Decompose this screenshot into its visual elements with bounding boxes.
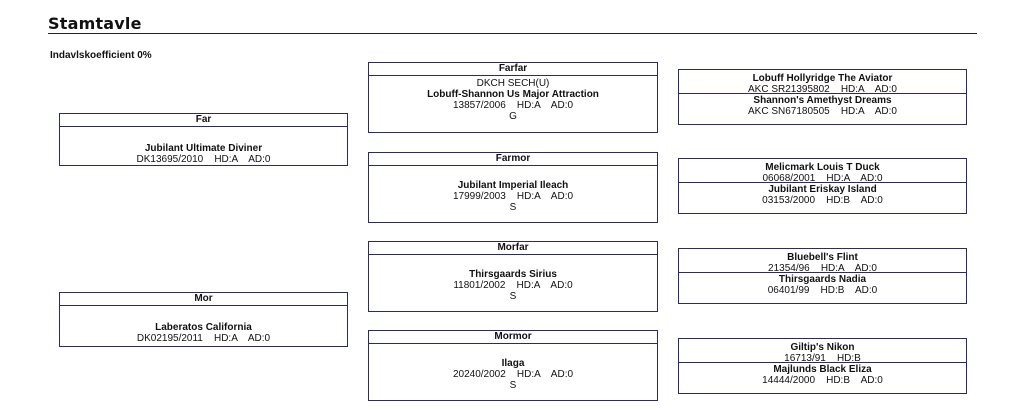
- great-grandsire-reg: 21354/96 HD:A AD:0: [768, 263, 877, 274]
- maternal-grandsire-label: Morfar: [369, 242, 657, 255]
- great-granddam-name: Shannon's Amethyst Dreams: [753, 95, 892, 106]
- great-granddam-reg: 06401/99 HD:B AD:0: [767, 285, 878, 296]
- paternal-grandsire-reg: 13857/2006 HD:A AD:0: [452, 100, 574, 111]
- paternal-granddam-sex: S: [509, 202, 517, 213]
- sire-reg: DK13695/2010 HD:A AD:0: [136, 154, 271, 165]
- paternal-granddam-box: Farmor Jubilant Imperial Ileach 17999/20…: [368, 152, 658, 223]
- inbreeding-coefficient: Indavlskoefficient 0%: [50, 50, 152, 61]
- paternal-grandsire-box: Farfar DKCH SECH(U) Lobuff-Shannon Us Ma…: [368, 62, 658, 133]
- sire-name: Jubilant Ultimate Diviner: [144, 143, 263, 154]
- dam-name: Laberatos California: [155, 322, 252, 333]
- great-granddam-name: Majlunds Black Eliza: [773, 364, 872, 375]
- paternal-granddam-label: Farmor: [369, 153, 657, 166]
- great-grandsire-name: Bluebell's Flint: [787, 252, 858, 263]
- paternal-grandsire-name: Lobuff-Shannon Us Major Attraction: [427, 89, 599, 100]
- great-grandparents-box-1: Lobuff Hollyridge The Aviator AKC SR2139…: [678, 69, 967, 125]
- maternal-granddam-reg: 20240/2002 HD:A AD:0: [452, 369, 574, 380]
- maternal-grandsire-box: Morfar Thirsgaards Sirius 11801/2002 HD:…: [368, 241, 658, 312]
- maternal-grandsire-reg: 11801/2002 HD:A AD:0: [453, 280, 573, 291]
- great-granddam-reg: 03153/2000 HD:B AD:0: [762, 195, 883, 206]
- maternal-grandsire-sex: S: [509, 291, 517, 302]
- great-grandparents-box-2: Melicmark Louis T Duck 06068/2001 HD:A A…: [678, 158, 967, 214]
- great-grandsire-reg: AKC SR21395802 HD:A AD:0: [748, 84, 897, 95]
- great-grandsire-name: Lobuff Hollyridge The Aviator: [752, 73, 893, 84]
- paternal-grandsire-label: Farfar: [369, 63, 657, 76]
- maternal-granddam-sex: S: [509, 380, 517, 391]
- maternal-granddam-label: Mormor: [369, 331, 657, 344]
- great-granddam-name: Jubilant Eriskay Island: [768, 184, 877, 195]
- great-grandparents-box-4: Giltip's Nikon 16713/91 HD:B Majlunds Bl…: [678, 338, 967, 394]
- maternal-grandsire-name: Thirsgaards Sirius: [469, 269, 557, 280]
- dam-label: Mor: [60, 293, 347, 306]
- maternal-granddam-box: Mormor Ilaga 20240/2002 HD:A AD:0 S: [368, 330, 658, 401]
- sire-label: Far: [60, 114, 347, 127]
- great-grandsire-reg: 06068/2001 HD:A AD:0: [762, 173, 883, 184]
- great-granddam-reg: 14444/2000 HD:B AD:0: [762, 375, 883, 386]
- great-grandsire-reg: 16713/91 HD:B: [784, 353, 861, 364]
- paternal-granddam-name: Jubilant Imperial Ileach: [457, 180, 569, 191]
- great-grandsire-name: Giltip's Nikon: [790, 342, 855, 353]
- page-title: Stamtavle: [48, 14, 142, 33]
- dam-box: Mor Laberatos California DK02195/2011 HD…: [59, 292, 348, 347]
- maternal-granddam-name: Ilaga: [501, 358, 525, 369]
- paternal-granddam-reg: 17999/2003 HD:A AD:0: [452, 191, 574, 202]
- great-grandparents-box-3: Bluebell's Flint 21354/96 HD:A AD:0 Thir…: [678, 248, 967, 304]
- great-grandsire-name: Melicmark Louis T Duck: [765, 162, 880, 173]
- great-granddam-reg: AKC SN67180505 HD:A AD:0: [748, 106, 897, 117]
- dam-reg: DK02195/2011 HD:A AD:0: [136, 333, 271, 344]
- title-divider: [48, 33, 977, 34]
- paternal-grandsire-sex: G: [509, 111, 517, 122]
- great-granddam-name: Thirsgaards Nadia: [778, 274, 867, 285]
- paternal-grandsire-titles: DKCH SECH(U): [476, 78, 550, 89]
- sire-box: Far Jubilant Ultimate Diviner DK13695/20…: [59, 113, 348, 166]
